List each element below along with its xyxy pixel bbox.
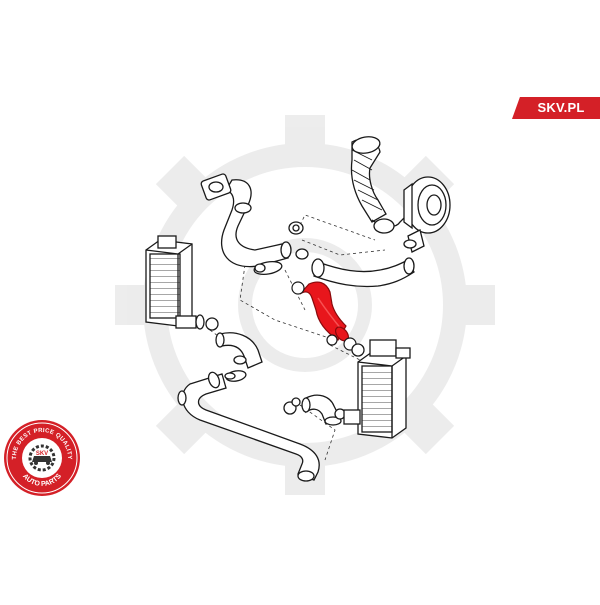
hose-clamps <box>291 281 357 351</box>
brand-tag-background <box>512 97 600 119</box>
left-intercooler-hose <box>215 332 263 382</box>
upper-left-hose <box>200 173 304 268</box>
turbocharger <box>403 176 451 253</box>
elbow-connector <box>283 394 346 426</box>
gear-car-icon <box>28 444 56 472</box>
intercooler-hose <box>299 281 350 342</box>
left-intercooler <box>145 235 219 331</box>
brand-tag[interactable]: SKV.PL <box>512 97 600 119</box>
lower-pipe <box>177 371 320 482</box>
brand-site-label: SKV.PL <box>537 100 585 115</box>
air-intake-pipe <box>350 136 411 234</box>
turbo-outlet-hose <box>253 248 415 288</box>
skv-quality-badge: THE BEST PRICE QUALITY AUTO PARTS SKV <box>4 420 80 496</box>
right-intercooler <box>343 339 411 439</box>
badge-center-text: SKV <box>36 451 48 457</box>
